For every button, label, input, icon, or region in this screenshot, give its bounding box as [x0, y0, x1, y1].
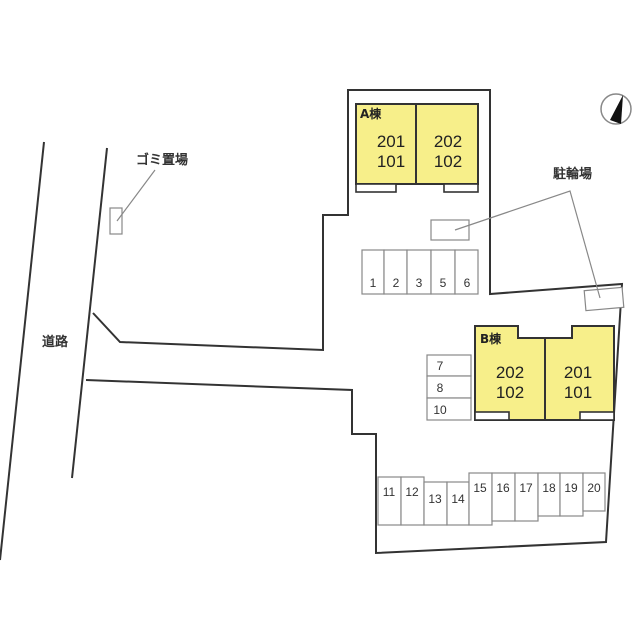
- parking-number: 16: [496, 481, 510, 495]
- parking-number: 19: [564, 481, 578, 495]
- building-a-balcony-2: [443, 183, 479, 193]
- bicycle-area-2: [583, 286, 625, 312]
- building-b-balcony-2: [579, 411, 615, 421]
- parking-number: 12: [405, 485, 419, 499]
- bicycle-area-1: [430, 219, 470, 241]
- parking-number: 8: [437, 381, 444, 395]
- parking-number: 20: [587, 481, 601, 495]
- unit-b-102: 102: [496, 383, 524, 402]
- garbage-label: ゴミ置場: [136, 152, 188, 168]
- unit-a-102: 102: [434, 152, 462, 171]
- parking-number: 10: [433, 403, 447, 417]
- parking-number: 7: [437, 359, 444, 373]
- road-edge-left: [0, 141, 45, 561]
- building-a: A棟 201 101 202 102: [355, 103, 479, 193]
- parking-number: 14: [451, 492, 465, 506]
- unit-b-201: 201: [564, 363, 592, 382]
- lot-outline: [85, 89, 624, 555]
- building-a-unit-2: [415, 103, 479, 185]
- unit-a-201: 201: [377, 132, 405, 151]
- parking-space: [406, 249, 432, 295]
- building-b-label: B棟: [480, 331, 502, 346]
- parking-space: [426, 375, 472, 399]
- building-b-unit-2: [544, 325, 615, 421]
- bicycle-label: 駐輪場: [553, 166, 592, 182]
- road-edge-right: [71, 147, 108, 479]
- parking-number: 18: [542, 481, 556, 495]
- building-a-label: A棟: [360, 106, 382, 121]
- parking-number: 1: [370, 276, 377, 290]
- unit-b-202: 202: [496, 363, 524, 382]
- unit-a-101: 101: [377, 152, 405, 171]
- parking-column-mid: 7 8 10: [426, 354, 472, 421]
- garbage-box: [109, 207, 123, 235]
- parking-number: 13: [428, 492, 442, 506]
- parking-space: [454, 249, 479, 295]
- parking-row-bottom: 11 12 13 14 15 16 17 18 19 20: [377, 472, 606, 526]
- building-a-balcony-1: [355, 183, 397, 193]
- parking-number: 2: [393, 276, 400, 290]
- parking-number: 15: [473, 481, 487, 495]
- parking-number: 3: [416, 276, 423, 290]
- bicycle-parking: 駐輪場: [430, 166, 625, 312]
- bicycle-leader: [454, 190, 601, 299]
- parking-space: [426, 397, 472, 421]
- unit-b-101: 101: [564, 383, 592, 402]
- parking-space: [426, 354, 472, 377]
- parking-number: 17: [519, 481, 533, 495]
- building-b-balcony-1: [474, 411, 510, 421]
- parking-number: 11: [383, 485, 396, 499]
- garbage-area: ゴミ置場: [109, 152, 188, 235]
- north-arrow-icon: [600, 93, 632, 125]
- road: [0, 141, 108, 561]
- garbage-leader: [116, 169, 156, 222]
- parking-space: [582, 472, 606, 512]
- building-b: B棟 202 102 201 101: [474, 325, 615, 421]
- parking-number: 6: [464, 276, 471, 290]
- road-label: 道路: [42, 334, 69, 350]
- parking-row-top: 1 2 3 5 6: [361, 249, 479, 295]
- unit-a-202: 202: [434, 132, 462, 151]
- parking-number: 5: [440, 276, 447, 290]
